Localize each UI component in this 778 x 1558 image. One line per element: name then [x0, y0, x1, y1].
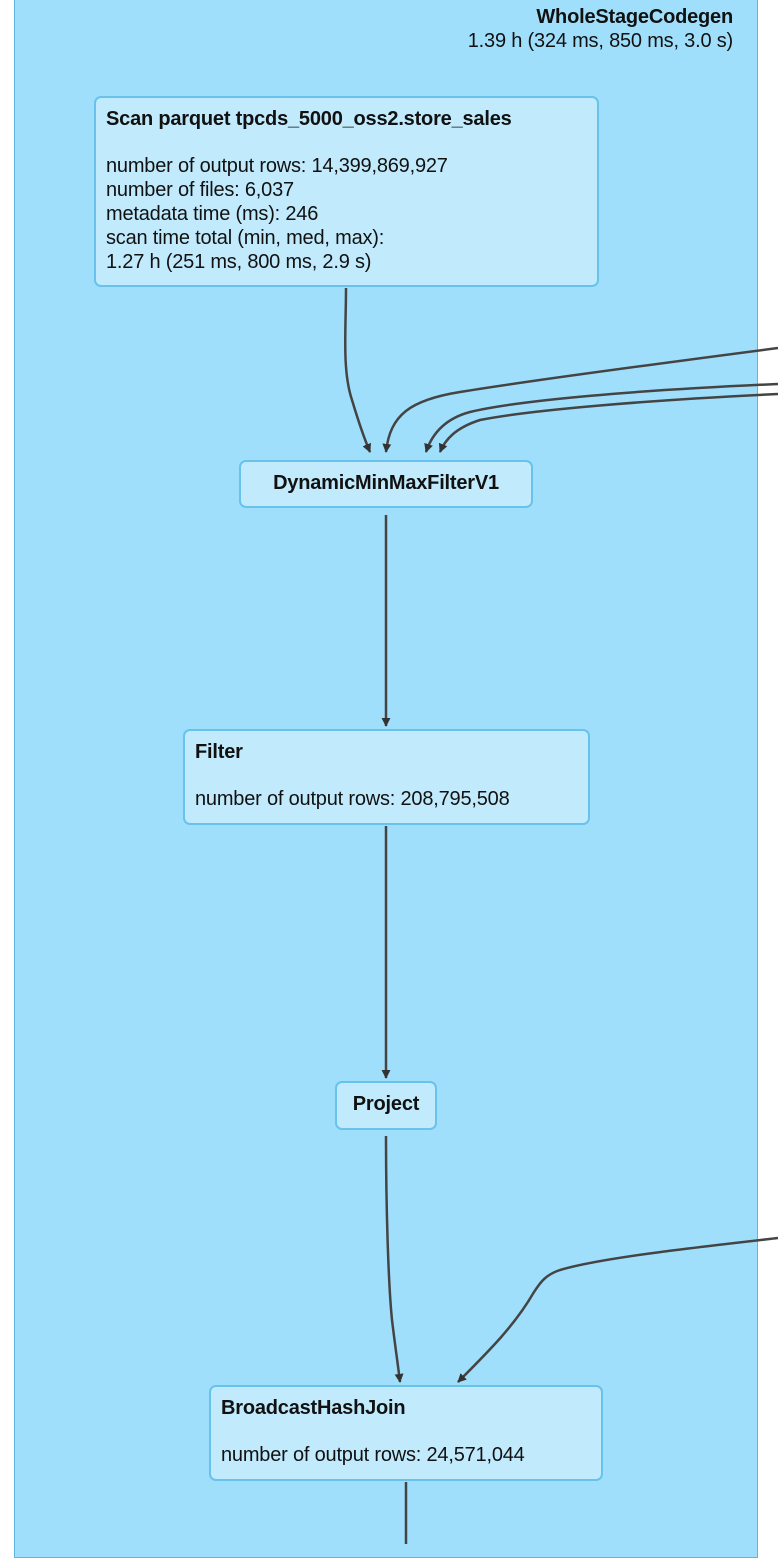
node-scan-parquet[interactable]: Scan parquet tpcds_5000_oss2.store_sales… — [94, 96, 599, 287]
cluster-name: WholeStageCodegen — [536, 6, 733, 28]
cluster-title: WholeStageCodegen 1.39 h (324 ms, 850 ms… — [468, 5, 733, 53]
node-metrics: number of output rows: 24,571,044 — [221, 1443, 591, 1467]
node-title: DynamicMinMaxFilterV1 — [273, 472, 499, 494]
metric-line: 1.27 h (251 ms, 800 ms, 2.9 s) — [106, 251, 372, 273]
node-broadcast-hash-join[interactable]: BroadcastHashJoin number of output rows:… — [209, 1385, 603, 1481]
cluster-stats: 1.39 h (324 ms, 850 ms, 3.0 s) — [467, 30, 733, 52]
node-dynamic-min-max-filter[interactable]: DynamicMinMaxFilterV1 — [239, 460, 533, 508]
node-metrics: number of output rows: 208,795,508 — [195, 787, 578, 811]
node-title: BroadcastHashJoin — [221, 1397, 406, 1419]
metric-line: number of output rows: 208,795,508 — [195, 788, 510, 810]
metric-line: number of files: 6,037 — [106, 179, 294, 201]
node-title: Filter — [195, 741, 243, 763]
metric-line: scan time total (min, med, max): — [106, 227, 385, 249]
node-title: Scan parquet tpcds_5000_oss2.store_sales — [106, 108, 512, 130]
node-filter[interactable]: Filter number of output rows: 208,795,50… — [183, 729, 590, 825]
metric-line: number of output rows: 24,571,044 — [221, 1444, 525, 1466]
metric-line: metadata time (ms): 246 — [106, 203, 319, 225]
node-project[interactable]: Project — [335, 1081, 437, 1130]
node-title: Project — [352, 1093, 420, 1115]
node-metrics: number of output rows: 14,399,869,927 nu… — [106, 154, 587, 274]
metric-line: number of output rows: 14,399,869,927 — [106, 155, 448, 177]
